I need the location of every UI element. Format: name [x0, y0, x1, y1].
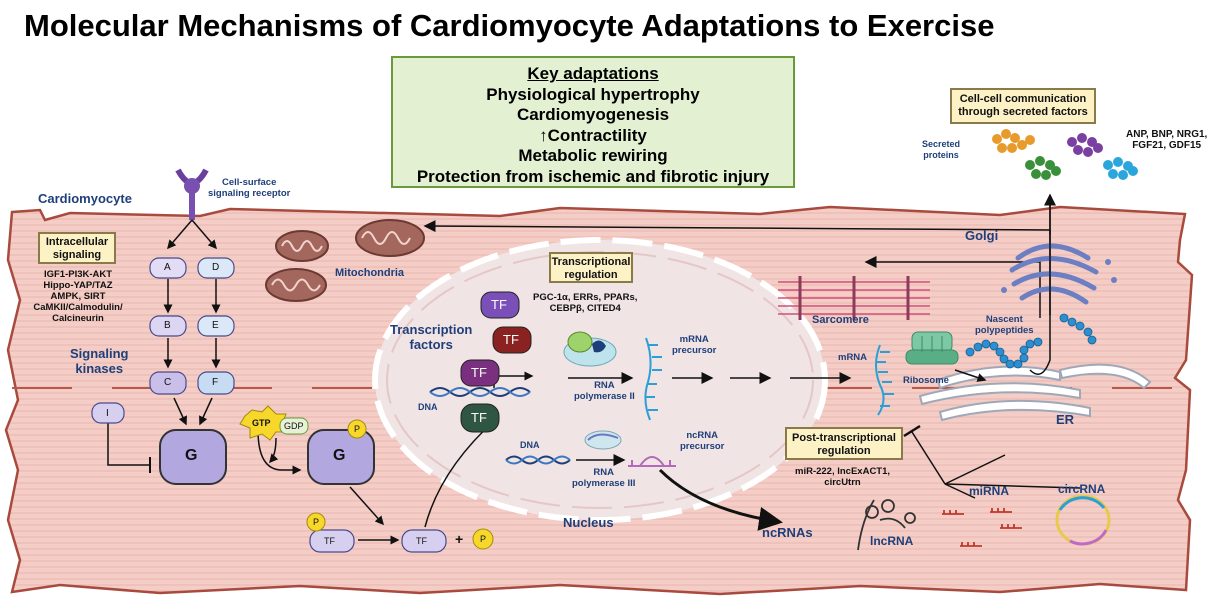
mrna-label: mRNA	[838, 352, 868, 363]
key-adaptations-heading: Key adaptations	[527, 64, 659, 83]
rna-polymerase-2-icon	[563, 331, 617, 367]
gtp-label: GTP	[252, 418, 271, 428]
mirna-icon	[942, 508, 1022, 547]
kinase-g-phosphorylated: G	[333, 447, 346, 464]
phosphate-label: P	[480, 534, 487, 544]
kinase-i: I	[106, 408, 109, 419]
adaptation-item: Cardiomyogenesis	[516, 105, 670, 124]
adaptation-item: Physiological hypertrophy	[486, 84, 700, 104]
phosphate-shapes	[306, 419, 494, 550]
cardiomyocyte-label: Cardiomyocyte	[38, 191, 132, 206]
mitochondria-icon	[265, 219, 425, 302]
tf-shapes	[460, 291, 532, 433]
adaptation-item: Protection from ischemic and fibrotic in…	[416, 166, 770, 186]
kinase-f: F	[212, 377, 219, 388]
lncrna-icon	[857, 499, 916, 551]
tf-label: TF	[471, 365, 487, 380]
kinase-e: E	[212, 320, 219, 331]
mrna-strand-icon	[875, 344, 894, 416]
post-transcriptional-factors-list: miR-222, lncExACT1,circUtrn	[795, 466, 891, 488]
dna-helix-2-icon	[505, 455, 571, 465]
sarcomere-icon	[778, 276, 930, 320]
kinase-c: C	[164, 377, 172, 388]
kinase-d: D	[212, 262, 220, 273]
plus-sign: +	[455, 531, 464, 547]
tf-label: TF	[491, 297, 507, 312]
er-icon	[918, 363, 1152, 422]
ncrnas-label: ncRNAs	[762, 525, 813, 540]
cell-communication-box: Cell-cell communication through secreted…	[950, 88, 1096, 124]
sarcomere-label: Sarcomere	[812, 314, 869, 326]
cell-communication-line: through secreted factors	[958, 106, 1088, 118]
gdp-label: GDP	[284, 421, 304, 431]
tf-label: TF	[471, 410, 487, 425]
key-adaptations-box: Key adaptations Physiological hypertroph…	[391, 56, 795, 188]
er-label: ER	[1056, 412, 1075, 427]
dna-label: DNA	[418, 402, 438, 412]
adaptation-item: Metabolic rewiring	[518, 146, 668, 165]
mirna-label: miRNA	[969, 484, 1010, 498]
receptor-icon	[175, 168, 209, 220]
secreted-proteins-icon	[992, 129, 1138, 180]
ribosome-icon	[905, 331, 959, 365]
dna-label: DNA	[520, 440, 540, 450]
dna-helix-1-icon	[429, 387, 531, 397]
adaptation-item: ↑Contractility	[539, 125, 647, 145]
golgi-label: Golgi	[965, 228, 999, 243]
mrna-precursor-strand-icon	[644, 337, 662, 421]
cell-communication-line: Cell-cell communication	[959, 93, 1087, 105]
kinase-b: B	[164, 320, 171, 331]
transcriptional-factors-list: PGC-1α, ERRs, PPARs,CEBPβ, CITED4	[533, 292, 638, 314]
golgi-icon	[1001, 243, 1117, 305]
kinase-node-shapes	[91, 257, 447, 553]
gdp-shape	[279, 417, 309, 435]
ribosome-label: Ribosome	[903, 375, 949, 386]
nucleus-label: Nucleus	[563, 515, 614, 530]
tf-free-label: TF	[416, 536, 427, 546]
phosphate-label: P	[354, 424, 361, 434]
circrna-label: circRNA	[1058, 482, 1106, 496]
circrna-icon	[1055, 494, 1111, 546]
tf-label: TF	[503, 332, 519, 347]
tf-phosphorylated-label: TF	[324, 536, 335, 546]
secreted-factors-list: ANP, BNP, NRG1,FGF21, GDF15	[1126, 129, 1207, 151]
rna-polymerase-3-icon	[584, 430, 622, 450]
page-title: Molecular Mechanisms of Cardiomyocyte Ad…	[24, 8, 995, 43]
ncrna-precursor-icon	[628, 456, 676, 467]
polypeptide-chain-icon	[965, 313, 1097, 369]
lncrna-label: lncRNA	[870, 534, 914, 548]
mitochondria-label: Mitochondria	[335, 267, 405, 279]
kinase-g: G	[185, 447, 198, 464]
phosphate-label: P	[313, 517, 320, 527]
kinase-a: A	[164, 262, 171, 273]
